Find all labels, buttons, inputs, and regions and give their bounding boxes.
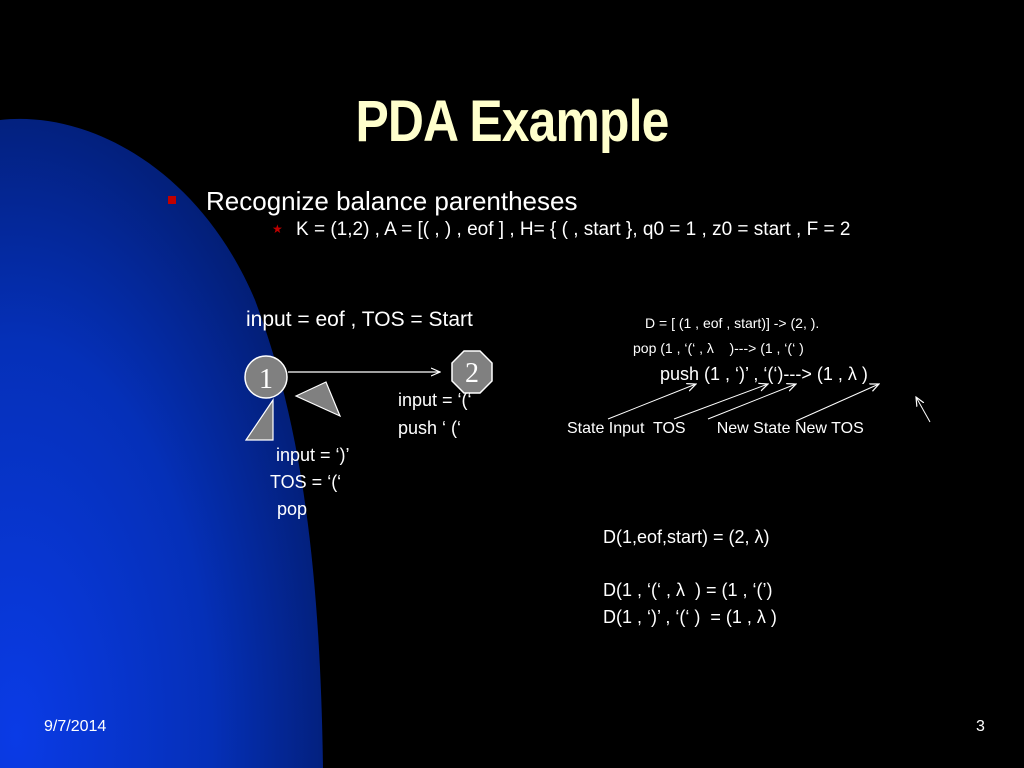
notation-line-3: push (1 , ‘)’ , ‘(‘)---> (1 , λ ) [660, 364, 868, 384]
transition-label: input = eof , TOS = Start [246, 308, 473, 331]
bullet-level1-text: Recognize balance parentheses [206, 186, 578, 216]
pop-loop-label-tos: TOS = ‘(‘ [270, 472, 342, 492]
star-bullet-icon: ★ [272, 222, 283, 236]
legend-arrow-new-state [795, 384, 879, 422]
pop-loop-label-input: input = ‘)’ [276, 445, 350, 465]
state-1-label: 1 [259, 364, 273, 395]
legend-arrow-input [673, 384, 768, 420]
definition-1: D(1,eof,start) = (2, λ) [603, 527, 770, 547]
push-loop-label-input: input = ‘(‘ [398, 390, 472, 410]
push-loop-label-action: push ‘ (‘ [398, 418, 462, 438]
legend-arrow-state [607, 384, 696, 420]
self-loop-pop-triangle [244, 398, 274, 441]
footer-date: 9/7/2014 [44, 718, 107, 735]
legend-arrow-tos [707, 384, 796, 420]
self-loop-push-triangle [294, 381, 342, 418]
slide-title: PDA Example [355, 89, 669, 154]
notation-line-1: D = [ (1 , eof , start)] -> (2, ). [645, 315, 820, 331]
footer-page-number: 3 [976, 718, 985, 735]
pop-loop-label-action: pop [277, 499, 308, 519]
notation-line-2: pop (1 , ‘(‘ , λ )---> (1 , ‘(‘ ) [633, 340, 804, 356]
legend-arrow-new-tos [916, 397, 931, 423]
square-bullet-icon [168, 196, 176, 204]
definition-3: D(1 , ‘(‘ , λ ) = (1 , ‘(’) [603, 580, 773, 600]
state-2-node [451, 350, 493, 394]
state-2-label: 2 [465, 358, 479, 389]
definition-4: D(1 , ‘)’ , ‘(‘ ) = (1 , λ ) [603, 607, 777, 627]
state-1-node [244, 355, 288, 399]
bullet-level2-text: K = (1,2) , A = [( , ) , eof ] , H= { ( … [296, 219, 851, 240]
notation-legend: State Input TOS New State New TOS [567, 420, 864, 437]
